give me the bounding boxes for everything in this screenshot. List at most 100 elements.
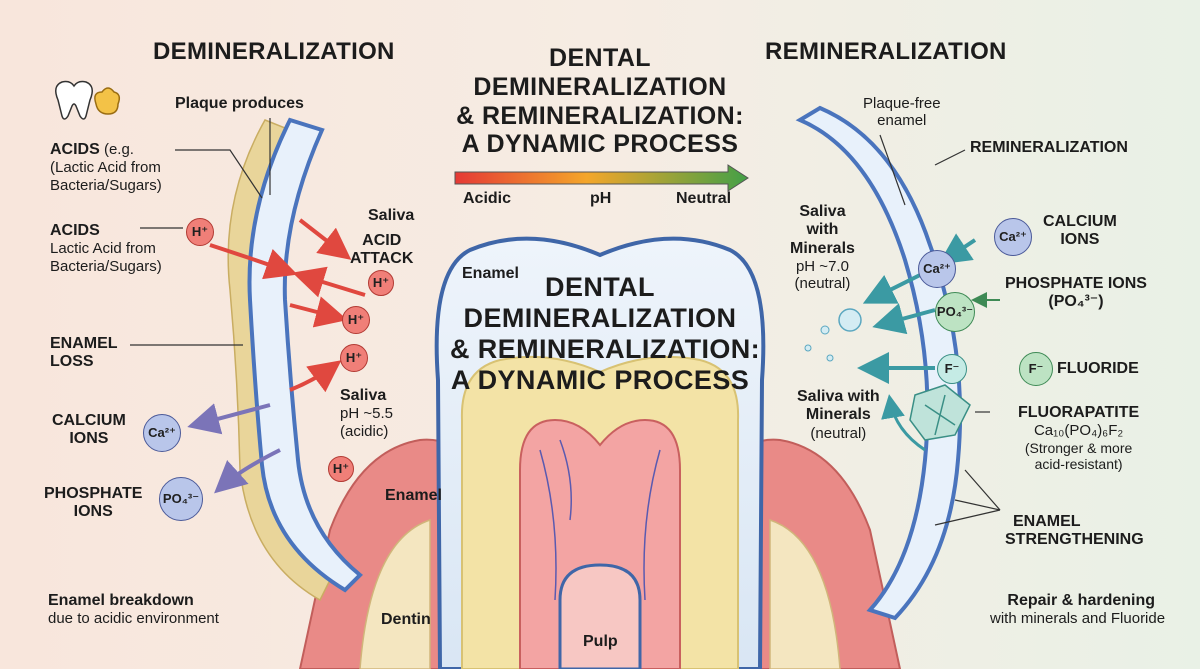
- enamel-label-top: Enamel: [462, 265, 519, 282]
- calcium-ions-label-right: CALCIUM IONS: [1043, 213, 1117, 250]
- acids-word: ACIDS: [50, 222, 100, 239]
- mineral-bubble: [804, 344, 812, 352]
- fluoride-loop-arrow: [881, 394, 926, 452]
- fluorapatite-title: FLUORAPATITE: [1018, 404, 1140, 421]
- center-title-line: DEMINERALIZATION: [463, 303, 737, 334]
- bone-right: [769, 518, 841, 669]
- bone-left: [359, 518, 431, 669]
- main-title-line: A DYNAMIC PROCESS: [461, 130, 739, 159]
- saliva-word: Saliva with: [797, 388, 880, 405]
- fluorapatite-lattice: [909, 384, 971, 441]
- main-title-line: DENTAL: [549, 44, 651, 72]
- left-footer-note: due to acidic environment: [48, 610, 219, 628]
- saliva-ph-note: (neutral): [810, 424, 867, 442]
- saliva-word: Minerals: [790, 239, 855, 257]
- acid-attack-label: ACID ATTACK: [350, 232, 413, 269]
- right-footer-title: Repair & hardening: [1007, 592, 1155, 609]
- strengthening-line: ENAMEL: [1013, 513, 1081, 530]
- acids-detail: Bacteria/Sugars): [50, 257, 162, 275]
- center-title-line: DENTAL: [545, 272, 655, 302]
- ph-acidic-label: Acidic: [463, 190, 512, 207]
- central-tooth-pulp-canal: [558, 563, 642, 669]
- leader-lines: [130, 118, 1001, 526]
- main-title-line: DEMINERALIZATION: [473, 72, 727, 101]
- phosphate-line: (PO₄³⁻): [1048, 293, 1104, 311]
- left-footer: Enamel breakdown due to acidic environme…: [48, 592, 219, 628]
- acids-top-label: ACIDS (e.g. (Lactic Acid from Bacteria/S…: [50, 141, 162, 194]
- hydrogen-ion: H⁺: [340, 344, 368, 372]
- fluoride-label: FLUORIDE: [1057, 360, 1139, 377]
- saliva-ph-left: Saliva pH ~5.5 (acidic): [340, 387, 393, 440]
- saliva-word: Minerals: [805, 406, 871, 424]
- pulp-label: Pulp: [583, 633, 618, 650]
- hydrogen-ion: H⁺: [342, 306, 370, 334]
- bacteria-icon: [94, 87, 121, 115]
- center-title: DENTAL DEMINERALIZATION & REMINERALIZATI…: [450, 272, 761, 396]
- saliva-word: with: [806, 221, 839, 239]
- right-footer: Repair & hardening with minerals and Flu…: [990, 592, 1166, 628]
- acids-detail: Lactic Acid from: [50, 240, 156, 258]
- center-title-line: A DYNAMIC PROCESS: [450, 365, 750, 396]
- plaque-free-line: enamel: [877, 112, 927, 130]
- enamel-label-low: Enamel: [385, 487, 442, 504]
- hydrogen-ion: H⁺: [328, 456, 354, 482]
- enamel-loss-line: ENAMEL: [50, 335, 118, 352]
- mineral-bubble: [826, 354, 834, 362]
- saliva-word: Saliva: [340, 387, 387, 404]
- phosphate-out-arrow: [214, 448, 281, 494]
- saliva-word: Saliva: [799, 203, 846, 220]
- tooth-icon: [55, 80, 93, 120]
- plaque-free-label: Plaque-free enamel: [863, 95, 941, 130]
- strengthening-line: STRENGTHENING: [1005, 531, 1144, 549]
- saliva-minerals-label: Saliva with Minerals pH ~7.0 (neutral): [790, 203, 855, 293]
- phosphate-ions-label-left: PHOSPHATE IONS: [44, 485, 142, 522]
- saliva-ph-note: (neutral): [794, 275, 851, 293]
- ph-scale-arrow: [454, 164, 749, 192]
- acid-attack-line: ACID: [362, 232, 402, 249]
- fluorapatite-note: (Stronger & more: [1024, 439, 1133, 456]
- enamel-loss-line: LOSS: [50, 353, 94, 371]
- acid-arrow-5: [289, 360, 342, 393]
- phosphate-line: PHOSPHATE: [44, 485, 143, 502]
- demineralization-heading: DEMINERALIZATION: [153, 38, 395, 65]
- remineralization-heading: REMINERALIZATION: [765, 38, 1007, 65]
- phosphate-ions-label-right: PHOSPHATE IONS (PO₄³⁻): [1005, 275, 1147, 312]
- fluorapatite-label: FLUORAPATITE Ca₁₀(PO₄)₆F₂ (Stronger & mo…: [1018, 404, 1139, 472]
- calcium-ions-label-left: CALCIUM IONS: [52, 412, 126, 449]
- calcium-ion: Ca²⁺: [994, 218, 1032, 256]
- center-title-line: & REMINERALIZATION:: [450, 334, 761, 365]
- ph-label: pH: [590, 190, 612, 207]
- mineral-bubble: [838, 308, 862, 332]
- calcium-ion: Ca²⁺: [143, 414, 181, 452]
- saliva-ph-note: (acidic): [340, 422, 389, 440]
- fluorapatite-formula: Ca₁₀(PO₄)₆F₂: [1033, 422, 1124, 440]
- saliva-label-left: Saliva: [368, 207, 415, 224]
- acid-arrow-1: [298, 218, 352, 260]
- calcium-line: IONS: [69, 430, 109, 448]
- mineral-bubble: [820, 325, 830, 335]
- plaque-free-line: Plaque-free: [863, 95, 941, 112]
- ph-neutral-label: Neutral: [676, 190, 732, 207]
- right-enamel-slab: [795, 105, 963, 621]
- right-footer-note: with minerals and Fluoride: [990, 610, 1166, 628]
- enamel-strengthening-label: ENAMEL STRENGTHENING: [1005, 513, 1144, 550]
- calcium-line: IONS: [1060, 231, 1100, 249]
- acids-detail: (Lactic Acid from: [50, 159, 161, 177]
- enamel-loss-label: ENAMEL LOSS: [50, 335, 118, 372]
- phosphate-line: PHOSPHATE IONS: [1005, 275, 1147, 292]
- acid-arrow-4: [289, 296, 348, 328]
- hydrogen-ion: H⁺: [186, 218, 214, 246]
- main-title: DENTAL DEMINERALIZATION & REMINERALIZATI…: [420, 44, 780, 159]
- calcium-ion: Ca²⁺: [918, 250, 956, 288]
- fluoride-ion: F⁻: [1019, 352, 1053, 386]
- acid-attack-line: ATTACK: [350, 250, 414, 268]
- left-enamel-slab: [247, 117, 363, 593]
- hydrogen-ion: H⁺: [368, 270, 394, 296]
- acids-word: ACIDS: [50, 141, 100, 158]
- main-title-line: & REMINERALIZATION:: [456, 101, 744, 130]
- acids-detail: Bacteria/Sugars): [50, 176, 162, 194]
- saliva-ph-value: pH ~5.5: [340, 405, 393, 423]
- saliva-with-minerals-label: Saliva with Minerals (neutral): [797, 388, 880, 442]
- phosphate-ion: PO₄³⁻: [159, 477, 203, 521]
- phosphate-line: IONS: [73, 503, 113, 521]
